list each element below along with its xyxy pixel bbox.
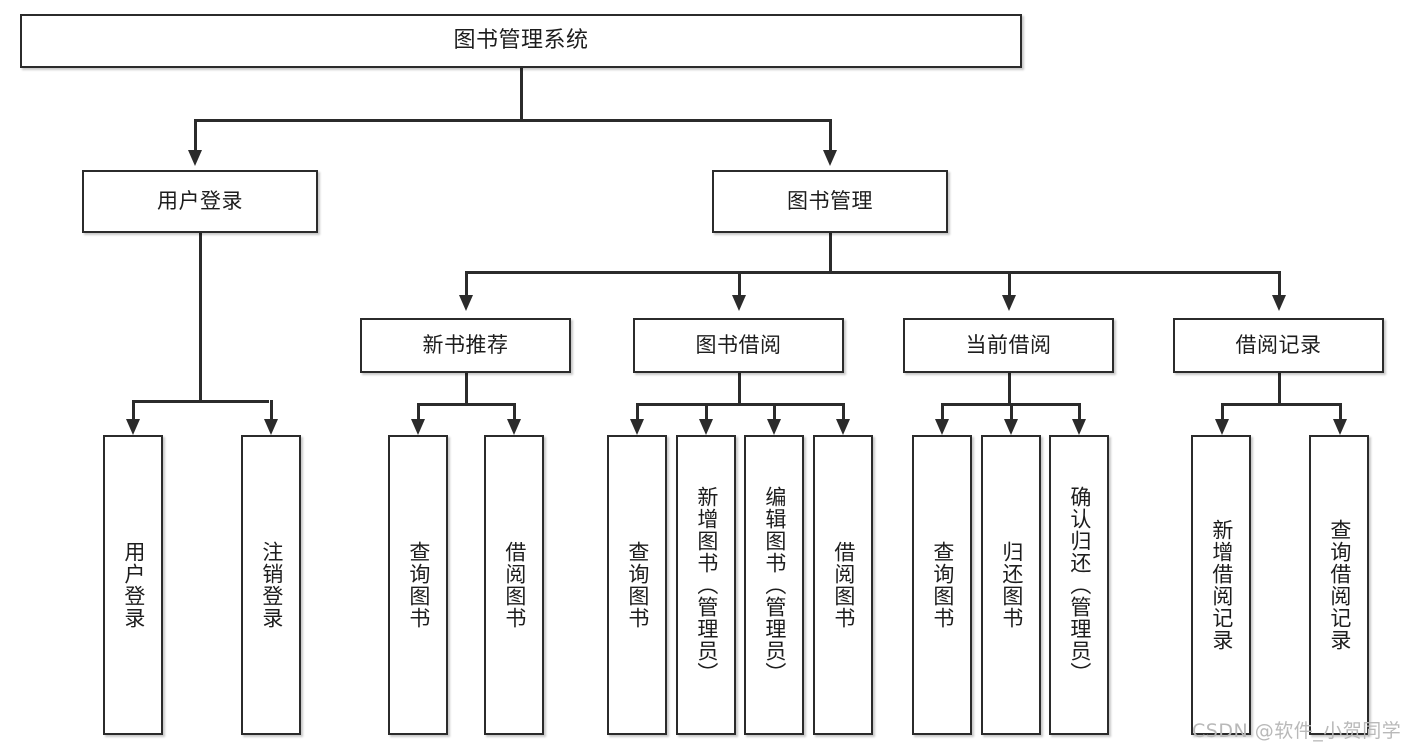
node-label: 借阅记录	[1235, 333, 1322, 358]
connector-drop-borrow-record	[1278, 271, 1281, 297]
connector-current-borrow-stem	[1008, 373, 1011, 404]
node-label: 查询图书	[930, 541, 955, 629]
node-leaf-query-record[interactable]: 查询借阅记录	[1309, 435, 1369, 735]
connector-book-borrow-stem	[738, 373, 741, 404]
node-leaf-user-logout[interactable]: 注销登录	[241, 435, 301, 735]
node-leaf-query-book-2[interactable]: 查询图书	[607, 435, 667, 735]
arrow-leaf-user-logout	[264, 419, 278, 435]
node-label: 图书管理系统	[453, 28, 589, 54]
node-leaf-query-book-3[interactable]: 查询图书	[912, 435, 972, 735]
arrow-confirm-return	[1072, 419, 1086, 435]
arrow-query-book-2	[630, 419, 644, 435]
connector-drop-add-record	[1221, 403, 1224, 421]
node-label: 新增图书（管理员）	[694, 486, 719, 684]
node-label: 注销登录	[259, 541, 284, 629]
connector-drop-book-management	[829, 119, 832, 152]
node-leaf-user-login[interactable]: 用户登录	[103, 435, 163, 735]
connector-drop-add-book	[705, 403, 708, 421]
node-new-book-recommend[interactable]: 新书推荐	[360, 318, 571, 373]
node-label: 借阅图书	[831, 541, 856, 629]
node-leaf-add-book[interactable]: 新增图书（管理员）	[676, 435, 736, 735]
node-book-management[interactable]: 图书管理	[712, 170, 948, 233]
node-label: 用户登录	[121, 541, 146, 629]
connector-book-management-stem	[829, 233, 832, 273]
node-book-borrow[interactable]: 图书借阅	[633, 318, 844, 373]
node-label: 新增借阅记录	[1209, 519, 1234, 651]
connector-new-book-bus	[417, 403, 513, 406]
node-label: 图书管理	[787, 189, 873, 214]
arrow-borrow-record	[1272, 295, 1286, 311]
connector-root-bus	[194, 119, 830, 122]
arrow-borrow-book-1	[507, 419, 521, 435]
connector-book-borrow-bus	[636, 403, 844, 406]
node-label: 新书推荐	[422, 333, 509, 358]
connector-drop-borrow-book-2	[842, 403, 845, 421]
node-label: 查询图书	[406, 541, 431, 629]
connector-root-stem	[520, 68, 523, 120]
connector-drop-new-book	[465, 271, 468, 297]
node-leaf-edit-book[interactable]: 编辑图书（管理员）	[744, 435, 804, 735]
connector-drop-user-login	[194, 119, 197, 152]
node-label: 图书借阅	[695, 333, 782, 358]
connector-drop-leaf-user-logout	[270, 400, 273, 421]
arrow-query-book-1	[411, 419, 425, 435]
connector-drop-query-record	[1339, 403, 1342, 421]
node-leaf-borrow-book-1[interactable]: 借阅图书	[484, 435, 544, 735]
connector-new-book-stem	[465, 373, 468, 404]
node-root-system[interactable]: 图书管理系统	[20, 14, 1022, 68]
connector-drop-query-book-3	[941, 403, 944, 421]
arrow-add-book	[699, 419, 713, 435]
node-label: 编辑图书（管理员）	[762, 486, 787, 684]
csdn-watermark: CSDN @软件_小贺同学	[1192, 720, 1402, 742]
arrow-book-borrow	[732, 295, 746, 311]
node-leaf-add-record[interactable]: 新增借阅记录	[1191, 435, 1251, 735]
node-label: 查询借阅记录	[1327, 519, 1352, 651]
node-user-login[interactable]: 用户登录	[82, 170, 318, 233]
arrow-query-record	[1333, 419, 1347, 435]
arrow-user-login	[188, 150, 202, 166]
connector-borrow-record-bus	[1221, 403, 1339, 406]
arrow-edit-book	[767, 419, 781, 435]
connector-user-login-stem	[199, 233, 202, 401]
arrow-current-borrow	[1002, 295, 1016, 311]
node-label: 确认归还（管理员）	[1067, 486, 1092, 684]
node-current-borrow[interactable]: 当前借阅	[903, 318, 1114, 373]
node-leaf-return-book[interactable]: 归还图书	[981, 435, 1041, 735]
arrow-add-record	[1215, 419, 1229, 435]
node-label: 借阅图书	[502, 541, 527, 629]
connector-level3-bus	[465, 271, 1280, 274]
arrow-book-management	[823, 150, 837, 166]
connector-borrow-record-stem	[1278, 373, 1281, 404]
node-leaf-confirm-return[interactable]: 确认归还（管理员）	[1049, 435, 1109, 735]
connector-drop-borrow-book-1	[513, 403, 516, 421]
arrow-leaf-user-login	[126, 419, 140, 435]
arrow-new-book-recommend	[459, 295, 473, 311]
connector-drop-query-book-2	[636, 403, 639, 421]
connector-drop-query-book-1	[417, 403, 420, 421]
arrow-return-book	[1004, 419, 1018, 435]
connector-drop-current-borrow	[1008, 271, 1011, 297]
node-leaf-borrow-book-2[interactable]: 借阅图书	[813, 435, 873, 735]
node-label: 归还图书	[999, 541, 1024, 629]
node-label: 用户登录	[157, 189, 243, 214]
node-borrow-record[interactable]: 借阅记录	[1173, 318, 1384, 373]
connector-drop-book-borrow	[738, 271, 741, 297]
node-label: 当前借阅	[965, 333, 1052, 358]
connector-user-login-bus	[132, 400, 269, 403]
arrow-query-book-3	[935, 419, 949, 435]
node-leaf-query-book-1[interactable]: 查询图书	[388, 435, 448, 735]
connector-drop-confirm-return	[1078, 403, 1081, 421]
connector-drop-leaf-user-login	[132, 400, 135, 421]
node-label: 查询图书	[625, 541, 650, 629]
arrow-borrow-book-2	[836, 419, 850, 435]
connector-drop-return-book	[1010, 403, 1013, 421]
connector-drop-edit-book	[773, 403, 776, 421]
